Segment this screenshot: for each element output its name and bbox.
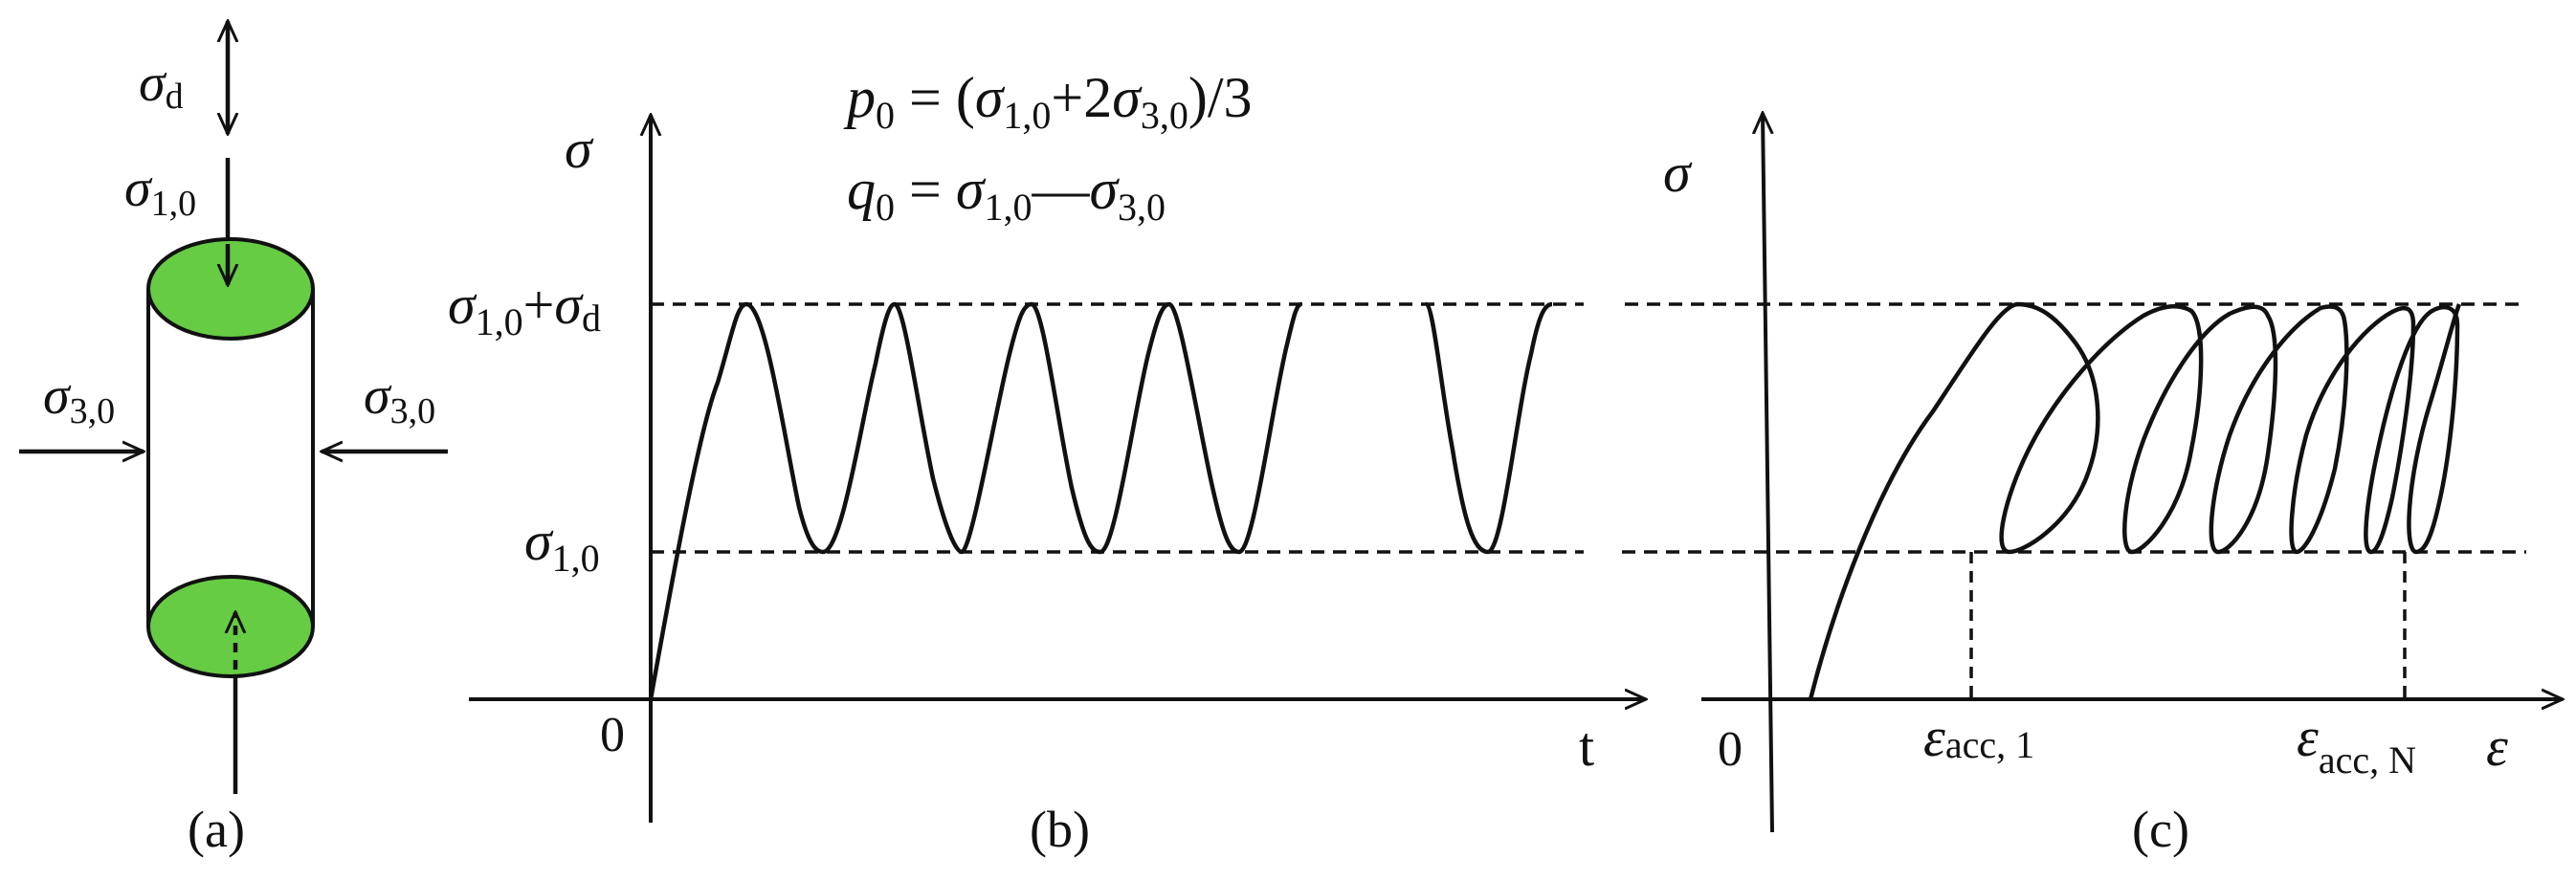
panel-b-x-axis-label: t bbox=[1579, 716, 1594, 778]
panel-c-y-axis-label: σ bbox=[1663, 142, 1693, 204]
cylinder-bottom-cap bbox=[146, 575, 315, 678]
panel-c-caption: (c) bbox=[2132, 801, 2189, 858]
panel-c-stress-strain: σ ε 0 εacc, 1 εacc, N (c) bbox=[1622, 113, 2563, 858]
panel-c-x-axis-label: ε bbox=[2486, 716, 2508, 778]
cylinder-top-cap bbox=[146, 237, 315, 341]
panel-b-caption: (b) bbox=[1030, 801, 1090, 858]
sigma-30-left-label: σ3,0 bbox=[43, 366, 115, 431]
panel-b-y-axis-label: σ bbox=[565, 118, 594, 180]
panel-c-y-axis bbox=[1763, 113, 1774, 833]
sigma-30-right-label: σ3,0 bbox=[364, 366, 435, 431]
panel-b-lower-level-label: σ1,0 bbox=[524, 510, 600, 580]
sigma-d-label: σd bbox=[139, 54, 184, 117]
accumulated-strain-n-label: εacc, N bbox=[2297, 706, 2416, 782]
panel-a-specimen: σd σ1,0 σ3,0 σ3,0 (a) bbox=[19, 21, 448, 858]
panel-b-origin-label: 0 bbox=[600, 708, 625, 762]
sigma-10-label: σ1,0 bbox=[124, 159, 196, 224]
panel-b-stress-time: p0 = (σ1,0+2σ3,0)/3 q0 = σ1,0—σ3,0 σ t 0… bbox=[448, 66, 1646, 858]
panel-a-caption: (a) bbox=[188, 801, 245, 858]
accumulated-strain-1-label: εacc, 1 bbox=[1923, 706, 2034, 768]
panel-b-upper-level-label: σ1,0+σd bbox=[448, 274, 601, 343]
equation-p0: p0 = (σ1,0+2σ3,0)/3 bbox=[843, 66, 1253, 137]
equation-q0: q0 = σ1,0—σ3,0 bbox=[847, 158, 1166, 229]
cyclic-stress-curve bbox=[648, 301, 1553, 700]
stress-strain-curve bbox=[1808, 301, 2462, 700]
panel-c-origin-label: 0 bbox=[1718, 722, 1743, 777]
